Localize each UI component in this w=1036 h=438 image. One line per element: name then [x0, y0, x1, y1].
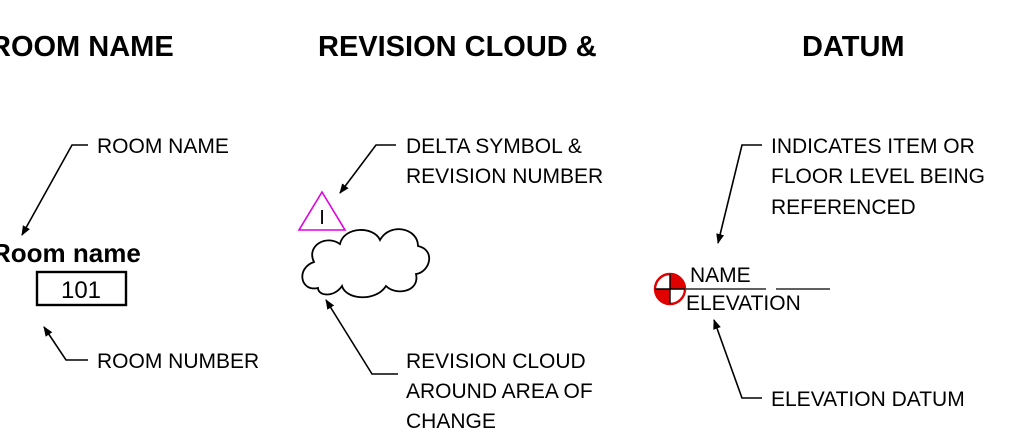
- leader-room-number: [43, 326, 88, 361]
- leader-elevation: [713, 319, 762, 399]
- heading-room-name: ROOM NAME: [0, 31, 174, 63]
- revision-group: DELTA SYMBOL & REVISION NUMBER I REVISIO…: [297, 135, 603, 433]
- datum-elevation-text: ELEVATION: [686, 292, 801, 315]
- datum-marker-icon: [653, 272, 687, 306]
- room-number-text: 101: [61, 277, 101, 304]
- room-number-box: [35, 270, 128, 307]
- callout-item-line1: INDICATES ITEM OR: [771, 135, 975, 158]
- callout-cloud-line1: REVISION CLOUD: [406, 350, 586, 373]
- revision-cloud-icon: [301, 228, 430, 299]
- room-tag-group: ROOM NAME Room name 101 ROOM NUMBER: [0, 135, 259, 373]
- callout-delta-line2: REVISION NUMBER: [406, 165, 603, 188]
- room-name-text: Room name: [0, 238, 141, 268]
- heading-datum: DATUM: [802, 31, 905, 63]
- callout-cloud-line3: CHANGE: [406, 410, 496, 433]
- callout-cloud-line2: AROUND AREA OF: [406, 380, 593, 403]
- callout-room-name: ROOM NAME: [97, 135, 229, 158]
- datum-group: INDICATES ITEM OR FLOOR LEVEL BEING REFE…: [653, 135, 985, 411]
- leader-item: [716, 144, 762, 244]
- delta-triangle-icon: [297, 190, 347, 231]
- datum-name-text: NAME: [690, 264, 751, 287]
- delta-revision-number: I: [319, 207, 325, 229]
- callout-item-line2: FLOOR LEVEL BEING: [771, 165, 985, 188]
- heading-revision-cloud: REVISION CLOUD &: [318, 31, 597, 63]
- leader-room-name: [21, 144, 88, 236]
- callout-item-line3: REFERENCED: [771, 196, 916, 219]
- callout-elevation-datum: ELEVATION DATUM: [771, 388, 965, 411]
- leader-cloud: [325, 299, 398, 375]
- callout-room-number: ROOM NUMBER: [97, 350, 259, 373]
- callout-delta-line1: DELTA SYMBOL &: [406, 135, 582, 158]
- leader-delta: [339, 144, 396, 194]
